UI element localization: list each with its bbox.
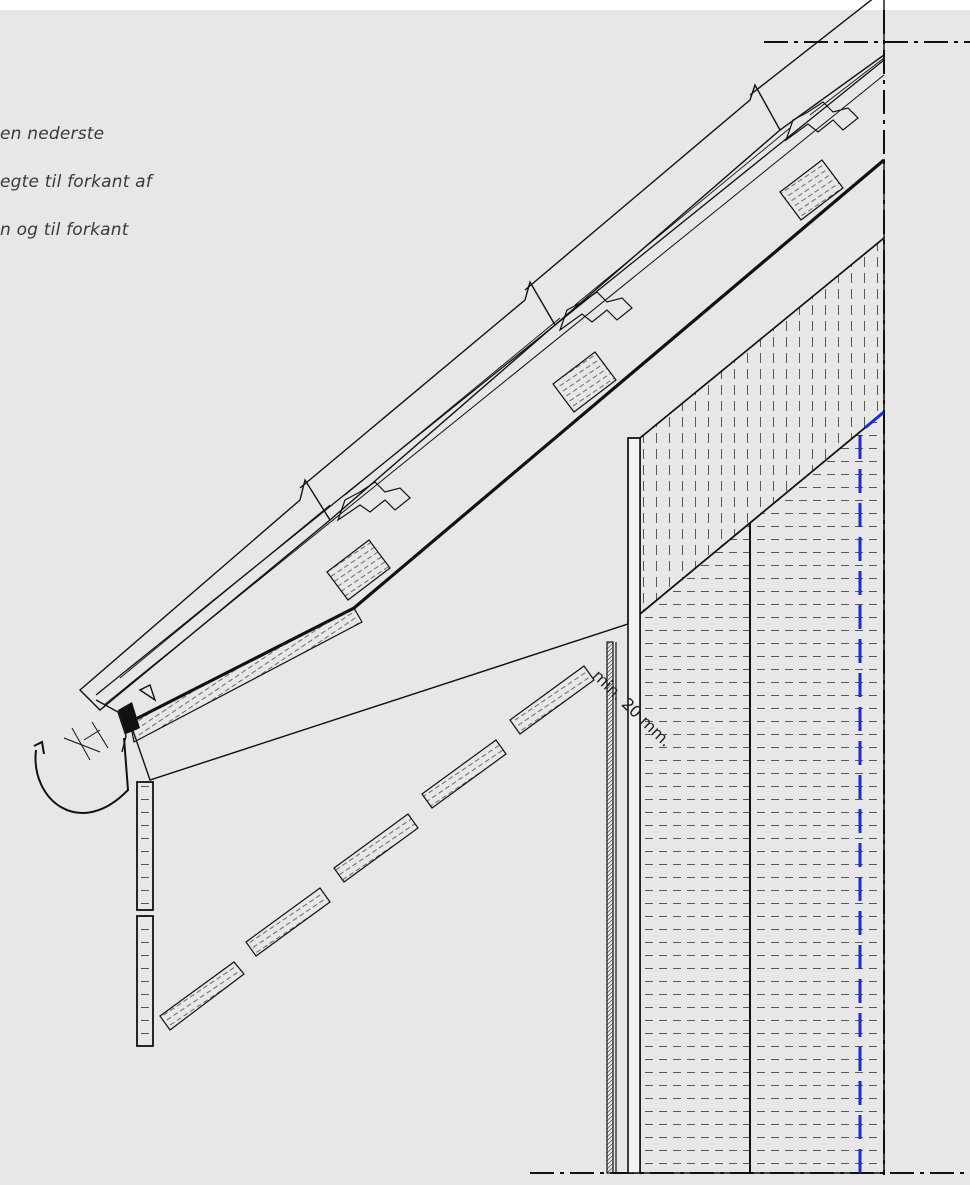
cladding-board [606,641,614,1174]
soffit-batten [333,813,419,883]
dimension-marks [63,721,109,761]
fascia-board-lower [136,915,154,1047]
tile-interlocks [336,101,859,522]
tile [749,0,885,131]
batten [779,159,844,221]
eave-profile [118,702,140,734]
soffit-battens [159,665,595,1031]
soffit-batten [159,961,245,1031]
gutter-end [33,740,45,755]
dimension-tick [91,721,109,749]
note-line-3: n og til forkant [0,220,129,240]
tile-inner [119,57,885,679]
soffit-line [149,623,629,781]
batten [326,539,391,601]
interlock [784,101,859,142]
dimension-tick [83,729,101,741]
interlock [558,291,633,332]
soffit-batten [421,739,507,809]
tile-lip [138,684,157,702]
roof-tiles [78,0,885,711]
soffit-batten [509,665,595,735]
note-line-1: en nederste [0,124,105,144]
dimension-tick [71,727,91,761]
hidden-line [858,410,885,1173]
interlock [336,481,411,522]
soffit-batten [245,887,331,957]
battens [326,159,844,601]
tile [524,83,781,326]
note-line-2: egte til forkant af [0,172,152,192]
gutter [34,737,130,814]
batten [552,351,617,413]
fascia-board-upper [136,781,154,911]
wall-plate [627,437,641,1174]
tile [299,280,556,521]
eave-wedge [129,607,363,743]
tile [78,478,331,711]
